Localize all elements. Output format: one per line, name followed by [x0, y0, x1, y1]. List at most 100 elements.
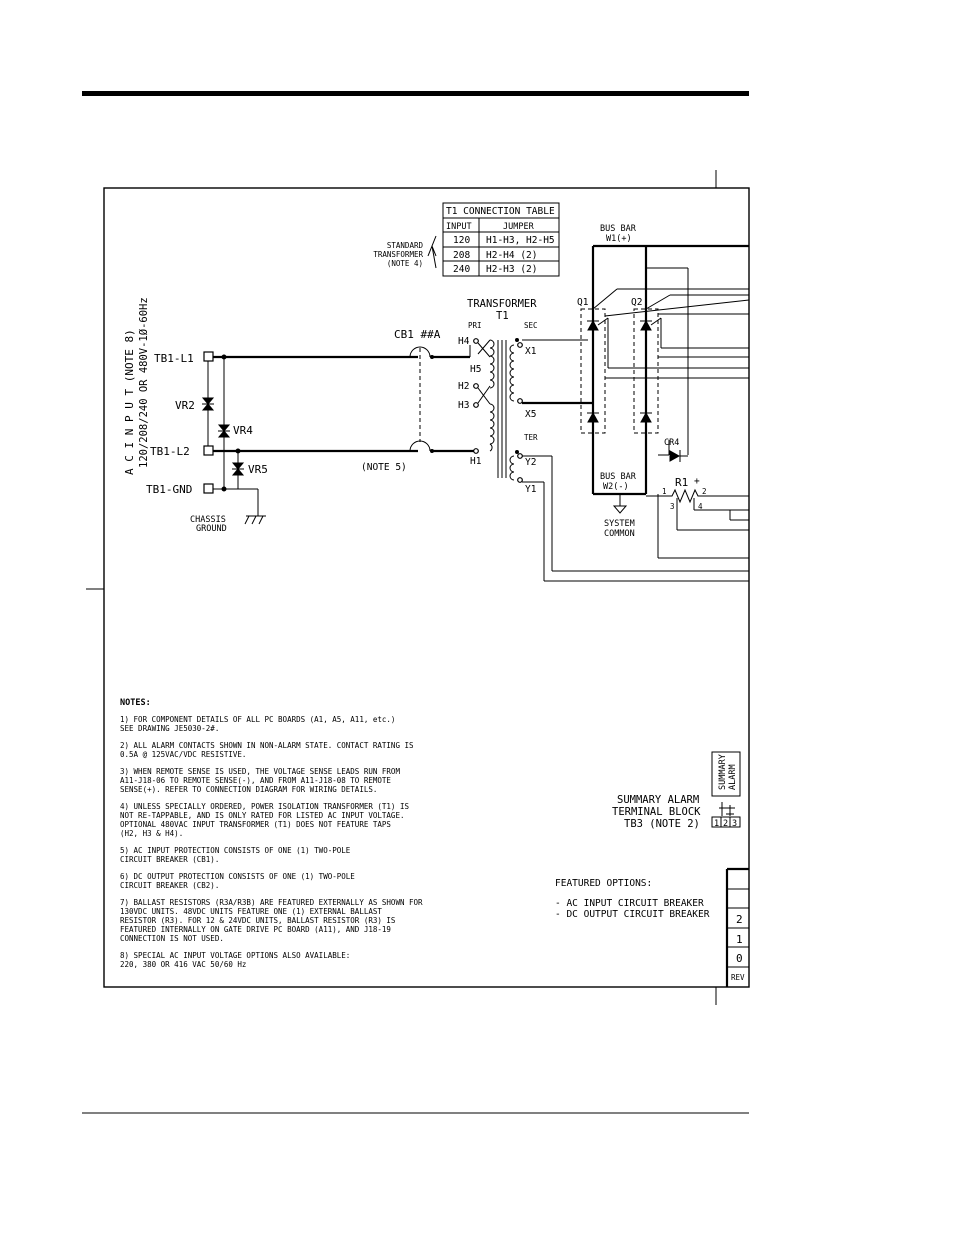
terminal-label-gnd: TB1-GND: [146, 483, 192, 496]
t1-connection-table: T1 CONNECTION TABLE INPUT JUMPER 120 H1-…: [442, 202, 560, 277]
note-line: NOT RE-TAPPABLE, AND IS ONLY RATED FOR L…: [120, 811, 404, 820]
notes-title: NOTES:: [120, 698, 151, 708]
table-cell: 120: [453, 235, 470, 246]
r1-pin: 2: [702, 487, 707, 496]
table-header-input: INPUT: [446, 222, 472, 232]
r1-label: R1: [675, 476, 688, 489]
ter-y2: Y2: [525, 457, 536, 468]
sec-label: SEC: [524, 321, 538, 330]
circuit-breaker-cb1: [409, 346, 434, 453]
r1-pin: 1: [662, 487, 667, 496]
revision-label: REV: [731, 973, 745, 982]
chassis-ground-label: CHASSIS: [190, 515, 226, 525]
note-line: 3) WHEN REMOTE SENSE IS USED, THE VOLTAG…: [120, 767, 400, 776]
top-bar: [82, 91, 749, 96]
note-line: 130VDC UNITS. 48VDC UNITS FEATURE ONE (1…: [120, 907, 382, 916]
note-line: 5) AC INPUT PROTECTION CONSISTS OF ONE (…: [120, 846, 351, 855]
ter-y1: Y1: [525, 484, 537, 495]
note-line: RESISTOR (R3). FOR 12 & 24VDC UNITS, BAL…: [120, 916, 396, 925]
note-line: OPTIONAL 480VAC INPUT TRANSFORMER (T1) D…: [120, 820, 391, 829]
vr5-label: VR5: [248, 463, 268, 476]
system-common-label: SYSTEM: [604, 519, 635, 529]
sec-x1: X1: [525, 346, 537, 357]
note-line: 0.5A @ 125VAC/VDC RESISTIVE.: [120, 750, 246, 759]
table-cell: H2-H3 (2): [486, 264, 537, 275]
varistor-vr4: [217, 424, 231, 438]
r1-pin: 4: [698, 502, 703, 511]
notes-block: NOTES: 1) FOR COMPONENT DETAILS OF ALL P…: [120, 698, 423, 969]
transformer-label: T1: [496, 310, 509, 322]
r1-pin: 3: [670, 502, 675, 511]
scr-q2: [633, 308, 659, 434]
busbar-w2-label: BUS BAR: [600, 472, 637, 482]
note-line: CONNECTION IS NOT USED.: [120, 934, 224, 943]
busbar-w1-label: W1(+): [606, 234, 632, 244]
note-line: 220, 380 OR 416 VAC 50/60 Hz: [120, 960, 246, 969]
alarm-pin: 2: [723, 819, 728, 829]
note-line: CIRCUIT BREAKER (CB2).: [120, 881, 219, 890]
chassis-ground-symbol: [244, 515, 266, 525]
ac-input-title: A C I N P U T (NOTE 8): [123, 329, 136, 475]
q2-label: Q2: [631, 297, 642, 308]
alarm-vertical-label: ALARM: [728, 764, 738, 790]
note-line: 7) BALLAST RESISTORS (R3A/R3B) ARE FEATU…: [120, 898, 423, 907]
transformer-label: TRANSFORMER: [467, 298, 537, 310]
table-title: T1 CONNECTION TABLE: [446, 206, 555, 217]
tap-h1: H1: [470, 456, 482, 467]
ac-input-subtitle: 120/208/240 OR 480V-1Ø-60Hz: [138, 297, 150, 468]
terminal-label-l2: TB1-L2: [150, 445, 190, 458]
terminal-gnd: [203, 483, 214, 494]
note-line: FEATURED INTERNALLY ON GATE DRIVE PC BOA…: [120, 925, 391, 934]
busbar-w2-label: W2(-): [603, 482, 629, 492]
table-cell: 240: [453, 264, 470, 275]
q1-label: Q1: [577, 297, 589, 308]
note-line: SEE DRAWING JE5030-2#.: [120, 724, 219, 733]
vr2-label: VR2: [175, 399, 195, 412]
note-line: SENSE(+). REFER TO CONNECTION DIAGRAM FO…: [120, 785, 377, 794]
note-line: 6) DC OUTPUT PROTECTION CONSISTS OF ONE …: [120, 872, 355, 881]
system-common-label: COMMON: [604, 529, 635, 539]
table-cell: H2-H4 (2): [486, 250, 537, 261]
scr-q1: [580, 308, 606, 434]
terminal-l1: [203, 351, 214, 362]
ter-label: TER: [524, 433, 538, 442]
revision-number: 1: [736, 933, 743, 946]
standard-transformer-label: TRANSFORMER: [373, 250, 423, 259]
note-line: 4) UNLESS SPECIALLY ORDERED, POWER ISOLA…: [120, 802, 409, 811]
alarm-label: TERMINAL BLOCK: [612, 806, 701, 818]
note-line: (H2, H3 & H4).: [120, 829, 183, 838]
note-line: 1) FOR COMPONENT DETAILS OF ALL PC BOARD…: [120, 715, 395, 724]
tap-h3: H3: [458, 400, 469, 411]
table-cell: H1-H3, H2-H5: [486, 235, 555, 246]
alarm-pin: 1: [714, 819, 719, 829]
tap-h2: H2: [458, 381, 469, 392]
terminal-label-l1: TB1-L1: [154, 352, 194, 365]
alarm-contact-symbol: [719, 802, 735, 816]
tap-h4: H4: [458, 336, 470, 347]
terminal-l2: [203, 445, 214, 456]
alarm-label: TB3 (NOTE 2): [624, 818, 700, 830]
featured-title: FEATURED OPTIONS:: [555, 878, 652, 889]
note-line: A11-J18-06 TO REMOTE SENSE(-), AND FROM …: [120, 776, 391, 785]
pri-label: PRI: [468, 321, 482, 330]
featured-item: - AC INPUT CIRCUIT BREAKER: [555, 898, 704, 909]
note-line: CIRCUIT BREAKER (CB1).: [120, 855, 219, 864]
tap-h5: H5: [470, 364, 481, 375]
table-header-jumper: JUMPER: [503, 222, 535, 232]
standard-transformer-label: (NOTE 4): [387, 259, 423, 268]
cr4-label: CR4: [664, 438, 679, 448]
chassis-ground-label: GROUND: [196, 524, 227, 534]
alarm-label: SUMMARY ALARM: [617, 794, 699, 806]
standard-transformer-label: STANDARD: [387, 241, 424, 250]
drawing-frame: [103, 187, 750, 988]
alarm-pin: 3: [732, 819, 737, 829]
varistor-vr5: [231, 462, 245, 476]
revision-block: 2 1 0 REV: [725, 867, 749, 987]
r1-resistor: [646, 488, 749, 504]
cb1-label: CB1 ##A: [394, 328, 441, 341]
vr4-label: VR4: [233, 424, 253, 437]
revision-number: 0: [736, 952, 743, 965]
note5-label: (NOTE 5): [361, 462, 407, 473]
table-cell: 208: [453, 250, 470, 261]
